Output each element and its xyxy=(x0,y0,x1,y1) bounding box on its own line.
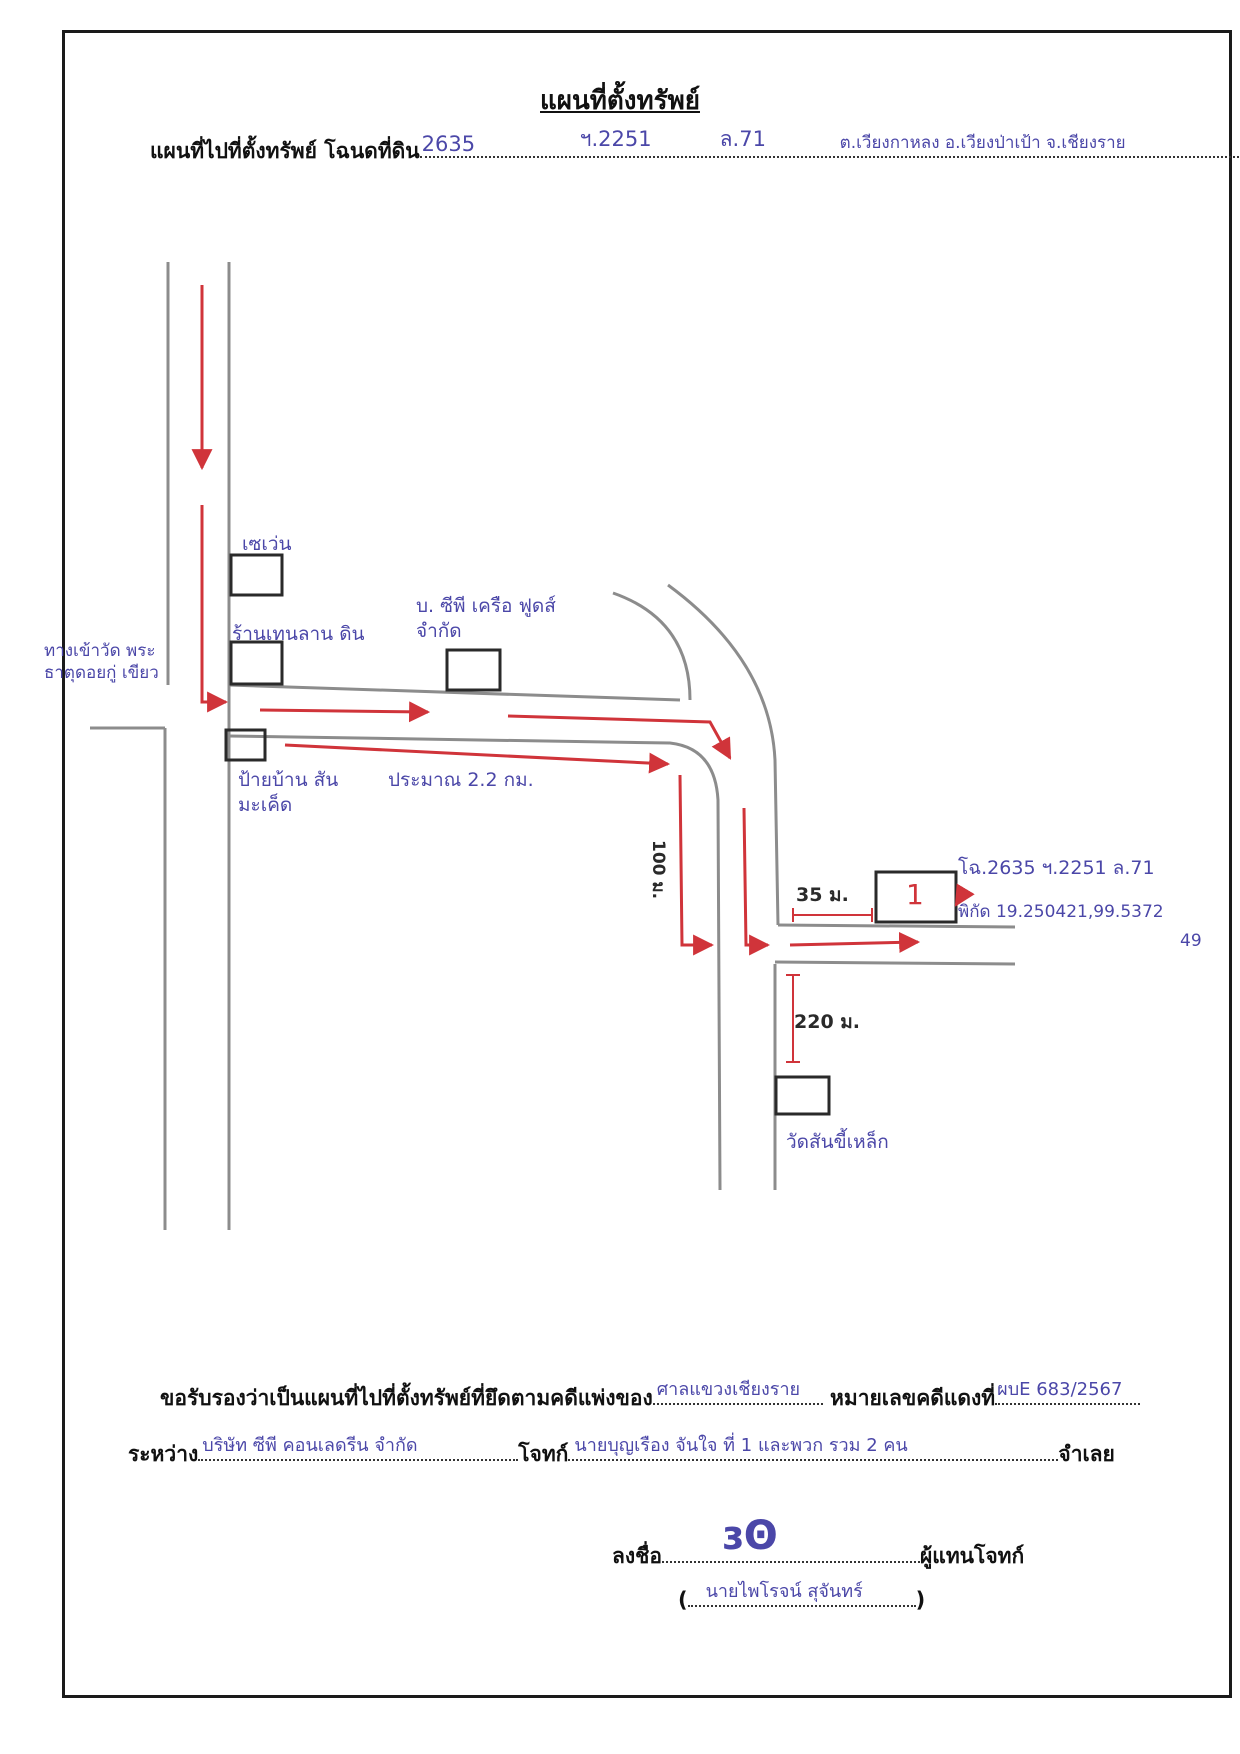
label-entrance-wat: ทางเข้าวัด พระธาตุดอยกู่ เขียว xyxy=(44,641,159,684)
measure-lines xyxy=(786,908,873,1063)
between-label: ระหว่าง xyxy=(128,1442,199,1466)
road-main-top xyxy=(228,683,681,702)
deed-page: ล.71 xyxy=(719,127,766,151)
label-plot-desc: โฉ.2635 ฯ.2251 ล.71 xyxy=(958,857,1155,879)
wat-box xyxy=(774,1075,831,1116)
label-cp: บ. ซีพี เครือ ฟูดส์ จำกัด xyxy=(416,595,556,642)
case-number: ผบE 683/2567 xyxy=(997,1379,1123,1400)
signer-name-line: ( นายไพโรจน์ สุจันทร์ ) xyxy=(678,1581,925,1612)
deed-location: ต.เวียงกาหลง อ.เวียงป่าเป้า จ.เชียงราย xyxy=(839,133,1126,153)
roads xyxy=(90,262,1016,1230)
label-distance-220: 220 ม. xyxy=(794,1011,861,1033)
road-curve-right xyxy=(667,583,780,926)
defendant-label: จำเลย xyxy=(1058,1442,1115,1466)
header-label: แผนที่ไปที่ตั้งทรัพย์ โฉนดที่ดิน xyxy=(150,139,420,163)
label-distance-35: 35 ม. xyxy=(796,884,849,906)
certify-prefix: ขอรับรองว่าเป็นแผนที่ไปที่ตั้งทรัพย์ที่ย… xyxy=(160,1386,653,1410)
road-east-top xyxy=(777,923,1016,929)
sign-label: ลงชื่อ xyxy=(612,1544,662,1568)
between-line: ระหว่าง บริษัท ซีพี คอนเลดรีน จำกัด โจทก… xyxy=(128,1435,1115,1471)
deed-volume: ฯ.2251 xyxy=(579,127,652,151)
page-title: แผนที่ตั้งทรัพย์ xyxy=(540,86,700,116)
signature-mark: ɜꙨ xyxy=(722,1513,778,1559)
label-sign-ban: ป้ายบ้าน สันมะเค็ด xyxy=(238,769,339,816)
landmark-boxes xyxy=(224,553,958,1116)
signer-name: นายไพโรจน์ สุจันทร์ xyxy=(705,1581,863,1602)
label-shop: ร้านเทนลาน ดิน xyxy=(232,623,365,645)
shop-box xyxy=(229,640,284,686)
certify-line: ขอรับรองว่าเป็นแผนที่ไปที่ตั้งทรัพย์ที่ย… xyxy=(160,1379,1141,1415)
label-coords-tail: 49 xyxy=(1180,931,1202,951)
plaintiff-name: บริษัท ซีพี คอนเลดรีน จำกัด xyxy=(202,1435,418,1456)
seven-eleven-box xyxy=(229,553,284,597)
defendant-name: นายบุญเรือง จันใจ ที่ 1 และพวก รวม 2 คน xyxy=(574,1435,908,1456)
route-arrows xyxy=(191,285,975,956)
road-east-bottom xyxy=(774,960,1016,966)
deed-number: 2635 xyxy=(421,132,476,156)
label-distance-main: ประมาณ 2.2 กม. xyxy=(388,769,534,791)
signer-role: ผู้แทนโจทก์ xyxy=(920,1544,1025,1568)
signature-line: ลงชื่อ ɜꙨ ผู้แทนโจทก์ xyxy=(612,1513,1025,1573)
court-name: ศาลแขวงเชียงราย xyxy=(656,1379,801,1400)
road-branch xyxy=(612,591,692,701)
label-wat: วัดสันขี้เหล็ก xyxy=(786,1131,889,1153)
road-main-bottom xyxy=(228,734,722,1191)
plot-number: 1 xyxy=(906,878,924,911)
label-seven-eleven: เซเว่น xyxy=(242,533,292,555)
case-label: หมายเลขคดีแดงที่ xyxy=(830,1386,996,1410)
sign-ban-box xyxy=(224,728,267,762)
plaintiff-label: โจทก์ xyxy=(518,1442,569,1466)
label-distance-100: 100 ม. xyxy=(648,840,668,900)
cp-box xyxy=(445,648,502,692)
header-line: แผนที่ไปที่ตั้งทรัพย์ โฉนดที่ดิน 2635 ฯ.… xyxy=(150,127,1240,168)
document-frame xyxy=(62,30,1232,1698)
label-coords: พิกัด 19.250421,99.5372 xyxy=(958,902,1164,922)
